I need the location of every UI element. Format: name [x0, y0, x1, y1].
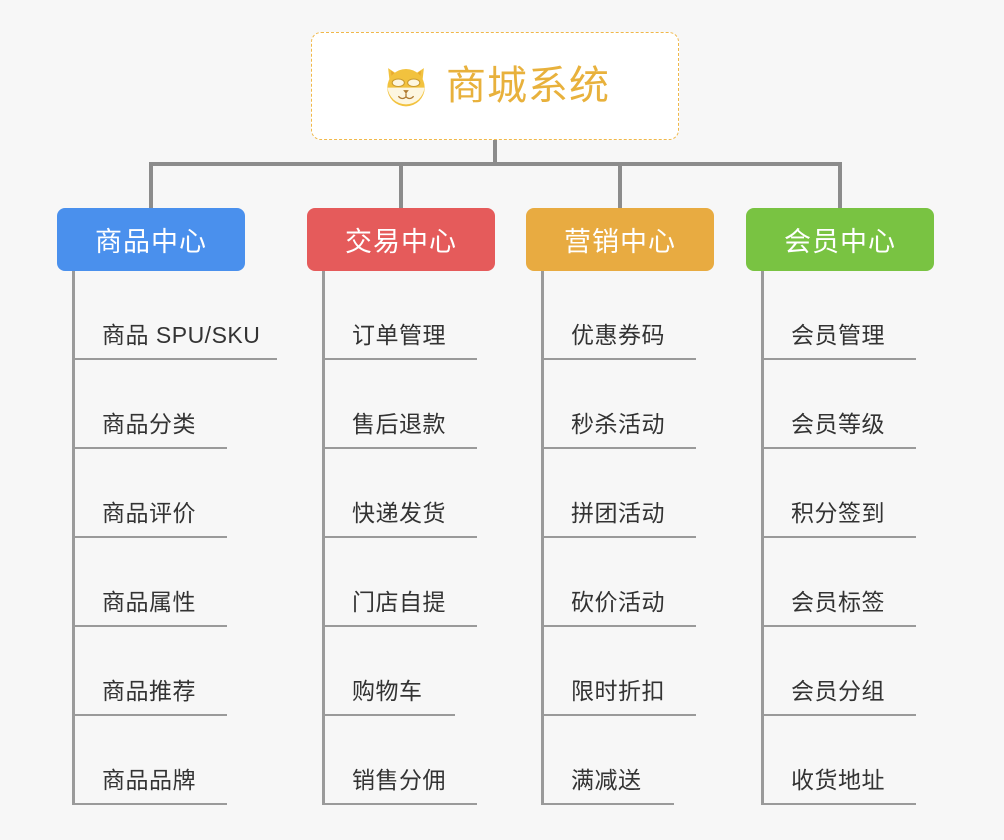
- leaf-item-underline: [72, 536, 227, 538]
- branch-spine: [72, 271, 75, 805]
- root-node-content: 商城系统: [380, 60, 610, 112]
- leaf-item-label: 商品推荐: [102, 678, 196, 704]
- leaf-item-label: 拼团活动: [571, 500, 665, 526]
- drop-connector-3: [618, 162, 622, 208]
- leaf-item-underline: [761, 358, 916, 360]
- category-box-3[interactable]: 营销中心: [526, 208, 714, 271]
- leaf-item-label: 砍价活动: [571, 589, 665, 615]
- leaf-item-underline: [72, 358, 277, 360]
- category-title: 会员中心: [784, 227, 896, 257]
- shiba-dog-icon: [387, 68, 425, 107]
- branch-spine: [541, 271, 544, 805]
- leaf-item-label: 会员标签: [791, 589, 885, 615]
- drop-connector-1: [149, 162, 153, 208]
- category-title: 商品中心: [95, 227, 207, 257]
- leaf-item-label: 购物车: [352, 678, 423, 704]
- leaf-item-underline: [541, 447, 696, 449]
- leaf-item-underline: [72, 447, 227, 449]
- leaf-item-label: 收货地址: [791, 767, 885, 793]
- leaf-item-underline: [72, 803, 227, 805]
- leaf-item-underline: [761, 714, 916, 716]
- leaf-item-label: 优惠券码: [571, 322, 665, 348]
- category-box-4[interactable]: 会员中心: [746, 208, 934, 271]
- drop-connector-2: [399, 162, 403, 208]
- leaf-item-label: 积分签到: [791, 500, 885, 526]
- leaf-item-underline: [322, 714, 455, 716]
- leaf-item-label: 售后退款: [352, 411, 446, 437]
- category-box-2[interactable]: 交易中心: [307, 208, 495, 271]
- leaf-item-underline: [541, 625, 696, 627]
- leaf-item-label: 会员等级: [791, 411, 885, 437]
- leaf-item-underline: [541, 714, 696, 716]
- horizontal-bus-connector: [150, 162, 840, 166]
- leaf-item-underline: [72, 714, 227, 716]
- leaf-item-underline: [322, 536, 477, 538]
- drop-connector-4: [838, 162, 842, 208]
- leaf-item-underline: [72, 625, 227, 627]
- leaf-item-label: 订单管理: [352, 322, 446, 348]
- leaf-item-label: 商品 SPU/SKU: [102, 322, 261, 348]
- category-title: 交易中心: [345, 227, 457, 257]
- leaf-item-label: 限时折扣: [571, 678, 665, 704]
- leaf-item-label: 商品品牌: [102, 767, 196, 793]
- leaf-item-label: 会员分组: [791, 678, 885, 704]
- leaf-item-underline: [541, 803, 674, 805]
- category-box-1[interactable]: 商品中心: [57, 208, 245, 271]
- leaf-item-underline: [761, 803, 916, 805]
- root-node-card[interactable]: 商城系统: [311, 32, 679, 140]
- leaf-item-underline: [322, 358, 477, 360]
- leaf-item-underline: [322, 803, 477, 805]
- leaf-item-label: 满减送: [571, 767, 642, 793]
- leaf-item-underline: [541, 358, 696, 360]
- leaf-item-underline: [322, 447, 477, 449]
- leaf-item-label: 商品属性: [102, 589, 196, 615]
- leaf-item-label: 门店自提: [352, 589, 446, 615]
- leaf-item-underline: [761, 625, 916, 627]
- leaf-item-underline: [322, 625, 477, 627]
- leaf-item-label: 商品评价: [102, 500, 196, 526]
- leaf-item-label: 销售分佣: [352, 767, 446, 793]
- leaf-item-underline: [541, 536, 696, 538]
- category-title: 营销中心: [564, 227, 676, 257]
- leaf-item-label: 快递发货: [352, 500, 446, 526]
- leaf-item-label: 秒杀活动: [571, 411, 665, 437]
- leaf-item-underline: [761, 536, 916, 538]
- leaf-item-underline: [761, 447, 916, 449]
- leaf-item-label: 商品分类: [102, 411, 196, 437]
- branch-spine: [322, 271, 325, 805]
- branch-spine: [761, 271, 764, 805]
- leaf-item-label: 会员管理: [791, 322, 885, 348]
- root-title: 商城系统: [446, 64, 610, 108]
- root-stem-connector: [493, 140, 497, 164]
